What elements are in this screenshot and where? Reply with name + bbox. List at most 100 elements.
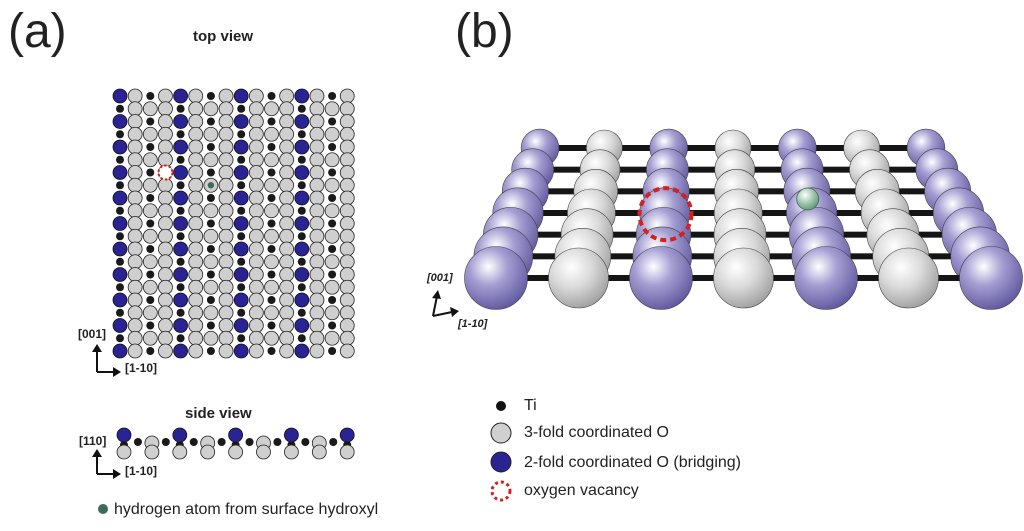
titanium-atom [206,270,215,279]
threefold-oxygen [264,126,279,142]
threefold-oxygen [309,216,325,231]
threefold-oxygen [279,305,295,321]
threefold-oxygen [309,165,325,180]
titanium-atom [146,92,155,100]
threefold-oxygen [279,343,295,359]
threefold-oxygen [309,126,325,142]
titanium-atom [328,168,337,177]
threefold-oxygen [218,114,234,129]
threefold-oxygen [218,279,234,295]
titanium-atom [267,321,276,330]
hydrogen-note-icon [98,504,108,514]
panel-b-label: (b) [455,5,514,58]
bridging-oxygen [794,246,858,310]
blue-sphere-icon [490,451,512,473]
titanium-atom [237,181,246,190]
threefold-oxygen [279,190,295,206]
surface-3d-model [464,128,1023,310]
bridging-oxygen [112,216,128,231]
threefold-oxygen [127,177,143,193]
threefold-oxygen [324,177,340,193]
threefold-oxygen [324,126,340,142]
threefold-oxygen [279,267,295,282]
threefold-oxygen [142,126,158,142]
side-view-axis-horizontal-label: [1-10] [125,464,158,478]
vacancy-site [158,165,173,180]
titanium-atom [146,194,155,202]
titanium-atom [146,347,155,355]
titanium-atom [206,296,215,304]
threefold-oxygen [248,241,264,257]
titanium-atom [206,92,215,100]
threefold-oxygen [142,152,158,168]
threefold-oxygen [188,177,204,193]
titanium-atom [297,334,306,343]
threefold-oxygen [142,279,158,295]
threefold-oxygen [127,203,143,219]
titanium-atom [328,92,337,100]
threefold-oxygen [279,88,295,104]
threefold-oxygen [127,318,143,333]
threefold-oxygen [339,165,355,180]
threefold-oxygen [713,247,774,309]
threefold-oxygen [264,279,279,295]
titanium-atom [267,194,276,202]
titanium-atom [328,347,337,355]
threefold-oxygen [158,318,173,333]
threefold-oxygen [203,203,219,219]
threefold-oxygen [142,101,158,117]
titanium-atom [237,334,246,343]
threefold-oxygen [324,203,340,219]
bridging-oxygen [173,292,189,308]
legend-label-2fold-o: 2-fold coordinated O (bridging) [524,454,742,471]
bridging-oxygen [233,88,249,104]
titanium-atom [297,104,306,113]
titanium-atom [328,219,337,228]
bridging-oxygen [112,318,128,333]
bridging-oxygen [233,267,249,282]
titanium-atom [116,283,124,292]
threefold-oxygen [188,267,204,282]
threefold-oxygen [218,330,234,346]
threefold-oxygen [324,228,340,244]
titanium-atom [176,206,185,215]
titanium-atom [146,168,155,177]
titanium-atom [206,219,215,228]
threefold-oxygen [264,254,279,270]
titanium-atom [116,130,124,139]
threefold-oxygen [188,228,204,244]
threefold-oxygen [218,126,234,142]
threefold-oxygen [283,444,299,460]
titanium-atom [116,104,124,113]
bridging-oxygen [112,139,128,155]
threefold-oxygen [309,267,325,282]
bridging-oxygen [233,216,249,231]
titanium-atom [329,438,338,446]
titanium-atom [237,104,246,113]
threefold-oxygen [158,267,173,282]
bridging-oxygen [173,139,189,155]
threefold-oxygen [158,330,173,346]
threefold-oxygen [188,254,204,270]
threefold-oxygen [248,165,264,180]
titanium-atom [116,257,124,266]
titanium-atom [146,296,155,304]
bridging-oxygen [173,343,189,359]
threefold-oxygen [248,152,264,168]
bridging-oxygen [294,114,310,129]
threefold-oxygen [309,203,325,219]
bridging-oxygen [112,343,128,359]
threefold-oxygen [339,267,355,282]
threefold-oxygen [248,254,264,270]
bridging-oxygen [112,292,128,308]
threefold-oxygen [339,254,355,270]
titanium-atom [206,143,215,151]
titanium-atom [206,321,215,330]
threefold-oxygen [142,305,158,321]
threefold-oxygen [248,228,264,244]
threefold-oxygen [309,152,325,168]
threefold-oxygen [248,101,264,117]
threefold-oxygen [264,330,279,346]
titanium-atom [328,117,337,126]
threefold-oxygen [200,444,216,460]
